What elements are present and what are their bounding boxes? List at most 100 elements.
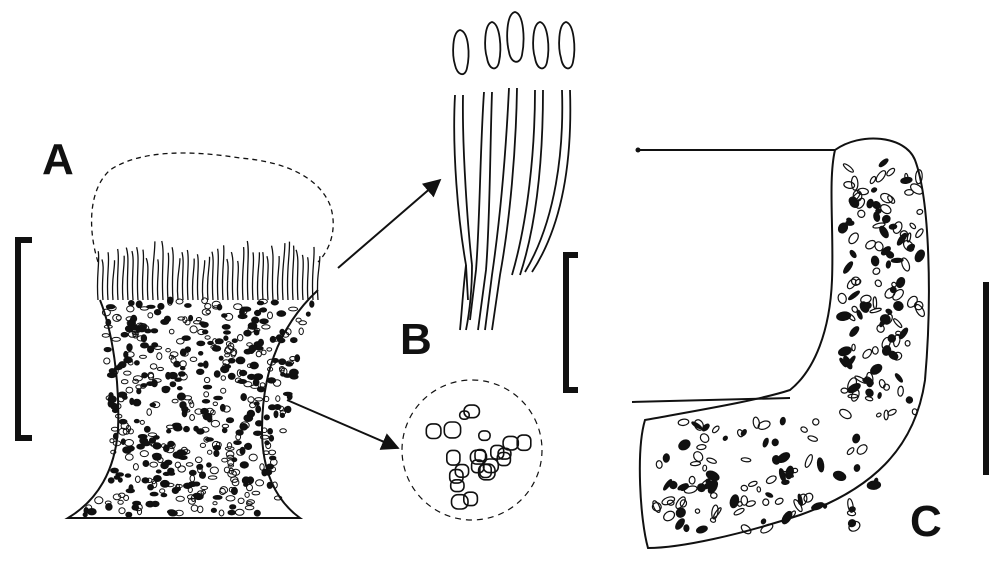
- excipulum-cell: [896, 232, 908, 246]
- excipulum-cell: [914, 228, 924, 239]
- paraphysis-stroke: [257, 252, 259, 300]
- excipulum-cell: [848, 290, 861, 301]
- stipe-cell: [260, 319, 269, 324]
- stipe-cell: [147, 409, 152, 416]
- stipe-cell: [285, 406, 291, 412]
- stipe-cell: [177, 450, 185, 454]
- paraphysis-stroke: [296, 250, 298, 300]
- stipe-cell: [125, 474, 131, 477]
- stipe-cell: [204, 361, 209, 368]
- stipe-cell: [290, 369, 299, 376]
- stipe-cell: [197, 429, 205, 434]
- excipulum-cell: [696, 525, 708, 534]
- stipe-cell: [211, 508, 216, 512]
- stipe-cell: [228, 510, 235, 515]
- paraphysis-stroke: [217, 249, 218, 300]
- stipe-cell: [170, 382, 176, 387]
- stipe-cell: [190, 415, 195, 421]
- stipe-cell: [226, 418, 233, 423]
- excipulum-cell: [741, 485, 749, 492]
- excipulum-cell: [677, 438, 692, 452]
- paraphysis-stroke: [277, 256, 279, 300]
- excipulum-cell: [871, 187, 878, 193]
- stipe-cell: [204, 377, 209, 382]
- stipe-cell: [197, 341, 205, 346]
- paraphysis-stroke: [242, 247, 243, 300]
- stipe-cell: [221, 388, 226, 393]
- excipulum-cell: [838, 407, 853, 420]
- stipe-cell: [126, 489, 134, 493]
- panel-b-paraphyses: [453, 12, 574, 330]
- stipe-cell: [234, 441, 242, 445]
- stipe-cell: [152, 481, 157, 488]
- stipe-cell: [248, 397, 254, 403]
- stipe-cell: [231, 487, 237, 494]
- stipe-cell: [132, 505, 139, 510]
- stipe-cell: [140, 355, 147, 358]
- stipe-cell: [236, 357, 245, 364]
- stipe-cell: [127, 306, 134, 312]
- stipe-cell: [144, 426, 150, 432]
- excipulum-cell: [850, 507, 856, 512]
- paraphysis-stroke: [126, 248, 128, 300]
- excipulum-cell: [877, 392, 881, 398]
- excipulum-cell: [874, 279, 883, 288]
- stipe-cell: [141, 343, 149, 348]
- stipe-cell: [240, 370, 247, 375]
- stipe-cell: [161, 462, 169, 468]
- excipulum-cell: [872, 347, 878, 355]
- stipe-cell: [154, 310, 160, 315]
- paraphysis-stroke: [122, 256, 124, 300]
- paraphysis-stroke: [212, 252, 213, 300]
- stipe-cell: [258, 339, 263, 346]
- paraphysis-stroke: [187, 250, 188, 300]
- stipe-cell: [108, 400, 113, 407]
- paraphysis-stroke: [202, 260, 204, 300]
- excipulum-cell: [905, 294, 919, 309]
- excipulum-cell: [765, 492, 773, 498]
- stipe-cell: [133, 399, 141, 406]
- excipulum-cell: [699, 432, 711, 444]
- paraphysis-stroke: [177, 258, 180, 300]
- stipe-cell: [238, 335, 243, 341]
- stipe-cell: [106, 319, 111, 325]
- excipulum-cell: [762, 438, 769, 448]
- excipulum-cell: [741, 496, 748, 506]
- stipe-cell: [185, 304, 192, 308]
- stipe-cell: [222, 458, 228, 462]
- stipe-cell: [125, 454, 133, 460]
- stipe-cell: [204, 392, 209, 397]
- stipe-cell: [212, 346, 220, 351]
- stipe-cell: [102, 334, 109, 338]
- stipe-cell: [125, 440, 134, 447]
- excipulum-cell: [879, 203, 893, 216]
- stipe-cell: [268, 429, 273, 435]
- paraphysis-stroke: [272, 246, 273, 300]
- excipulum-cell: [701, 423, 710, 432]
- stipe-cell: [199, 352, 203, 356]
- excipulum-cell: [885, 308, 892, 314]
- stipe-cell: [230, 505, 236, 509]
- stipe-cell: [184, 426, 190, 431]
- excipulum-cell: [695, 508, 701, 514]
- stipe-cell: [228, 373, 235, 379]
- excipulum-cell: [740, 523, 753, 535]
- panel-label-b: B: [400, 318, 432, 362]
- paraphysis-stroke: [282, 243, 284, 300]
- stipe-cell: [157, 367, 163, 370]
- panel-c-excipulum: [632, 139, 929, 548]
- stipe-cell: [174, 425, 183, 431]
- stipe-cell: [238, 498, 244, 503]
- excipulum-cell: [895, 276, 906, 288]
- excipulum-cell: [883, 383, 890, 390]
- excipulum-cell: [892, 221, 904, 235]
- stipe-cell: [119, 362, 126, 368]
- stipe-cell: [135, 476, 140, 482]
- stipe-cell: [203, 385, 211, 389]
- stipe-cell: [280, 429, 287, 433]
- excipulum-cell: [706, 457, 717, 464]
- excipulum-cell: [887, 333, 897, 343]
- stipe-cell: [280, 413, 284, 417]
- scale-bar-b: [566, 255, 578, 390]
